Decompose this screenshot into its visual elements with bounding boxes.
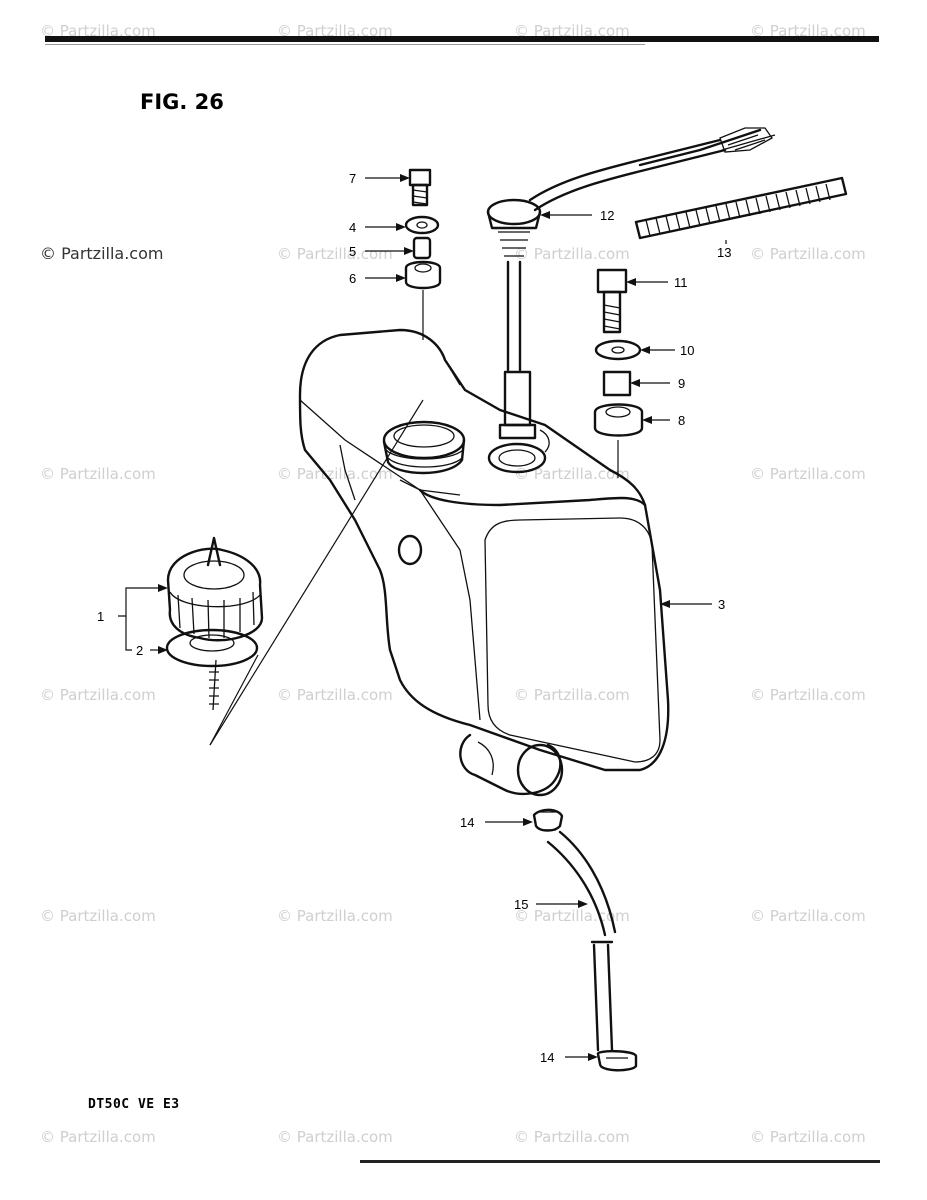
callout-10: 10 <box>680 343 694 358</box>
fuel-hose-drawing <box>532 808 638 1072</box>
fuel-gauge-drawing <box>486 127 776 440</box>
left-mount-parts-drawing <box>404 168 442 340</box>
callout-5: 5 <box>349 244 356 259</box>
watermark: © Partzilla.com <box>750 907 866 925</box>
callout-9: 9 <box>678 376 685 391</box>
filler-cap-drawing <box>165 399 424 746</box>
watermark: © Partzilla.com <box>514 22 630 40</box>
watermark: © Partzilla.com <box>40 686 156 704</box>
bottom-rule <box>360 1160 880 1163</box>
watermark: © Partzilla.com <box>750 1128 866 1146</box>
watermark: © Partzilla.com <box>40 22 156 40</box>
watermark: © Partzilla.com <box>277 907 393 925</box>
copyright-notice: © Partzilla.com <box>40 244 164 263</box>
leader-lines <box>118 174 712 1061</box>
callout-14: 14 <box>460 815 474 830</box>
callout-numbers: 7 4 5 6 12 13 11 10 9 8 3 1 2 14 15 14 <box>97 171 731 1065</box>
watermark: © Partzilla.com <box>750 465 866 483</box>
callout-12: 12 <box>600 208 614 223</box>
right-mount-parts-drawing <box>593 268 644 478</box>
callout-14-lower: 14 <box>540 1050 554 1065</box>
watermark: © Partzilla.com <box>277 686 393 704</box>
watermark: © Partzilla.com <box>514 465 630 483</box>
watermark: © Partzilla.com <box>514 1128 630 1146</box>
watermark: © Partzilla.com <box>40 1128 156 1146</box>
top-rule <box>45 36 879 42</box>
callout-3: 3 <box>718 597 725 612</box>
top-rule-thin <box>45 44 645 45</box>
callout-1: 1 <box>97 609 104 624</box>
watermark: © Partzilla.com <box>277 1128 393 1146</box>
figure-title: FIG. 26 <box>140 90 224 114</box>
callout-8: 8 <box>678 413 685 428</box>
callout-15: 15 <box>514 897 528 912</box>
watermark: © Partzilla.com <box>277 245 393 263</box>
watermark: © Partzilla.com <box>514 686 630 704</box>
watermark: © Partzilla.com <box>514 245 630 263</box>
callout-4: 4 <box>349 220 356 235</box>
fuel-tank-drawing <box>298 328 670 797</box>
watermark: © Partzilla.com <box>750 686 866 704</box>
coiled-hose-drawing <box>634 176 848 244</box>
watermark: © Partzilla.com <box>277 465 393 483</box>
callout-2: 2 <box>136 643 143 658</box>
watermark: © Partzilla.com <box>750 22 866 40</box>
callout-6: 6 <box>349 271 356 286</box>
callout-13: 13 <box>717 245 731 260</box>
callout-11: 11 <box>674 275 688 290</box>
watermark: © Partzilla.com <box>40 907 156 925</box>
callout-7: 7 <box>349 171 356 186</box>
watermark: © Partzilla.com <box>40 465 156 483</box>
watermark: © Partzilla.com <box>750 245 866 263</box>
watermark: © Partzilla.com <box>277 22 393 40</box>
model-code: DT50C VE E3 <box>88 1097 180 1112</box>
